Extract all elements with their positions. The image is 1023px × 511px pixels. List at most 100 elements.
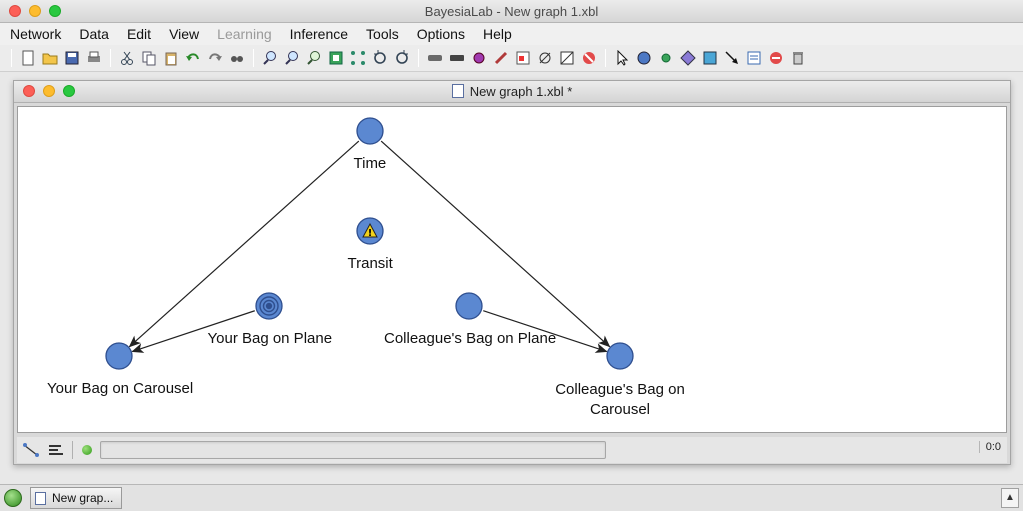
menu-data[interactable]: Data [79,26,109,42]
modeling-mode-button[interactable] [446,47,468,69]
utility-node-button[interactable] [699,47,721,69]
fit-to-window-button[interactable] [325,47,347,69]
node-monitor-icon [473,52,485,64]
save-button[interactable] [61,47,83,69]
cut-icon [121,51,133,65]
modeling-mode-icon [450,55,464,61]
trash-icon [793,52,803,65]
rotate-left-button[interactable] [369,47,391,69]
graph-svg: ! [105,117,634,370]
note-button[interactable] [743,47,765,69]
node-circle-icon [637,51,651,65]
progress-bar [100,441,606,459]
save-icon [65,51,79,65]
window-taskbar: New grap... ▲ [0,484,1023,511]
open-folder-icon [42,53,58,65]
graph-view-button[interactable] [20,440,42,460]
redo-button[interactable] [204,47,226,69]
zoom-out-button[interactable] [281,47,303,69]
taskbar-document-tab[interactable]: New grap... [30,487,123,509]
validation-mode-button[interactable] [424,47,446,69]
grid-layout-button[interactable] [347,47,369,69]
console-view-button[interactable] [45,440,67,460]
menubar: Network Data Edit View Learning Inference Tool… [0,23,1023,45]
taskbar-scroll-up-icon[interactable]: ▲ [1001,488,1019,508]
decision-node-button[interactable] [677,47,699,69]
minimize-window-button[interactable] [29,5,41,17]
delete-button[interactable] [765,47,787,69]
rotate-right-icon [396,50,408,64]
menu-help[interactable]: Help [482,26,512,42]
zoom-default-button[interactable] [303,47,325,69]
filter-button[interactable] [556,47,578,69]
note-icon [747,51,761,65]
arc-arrow-button[interactable] [721,47,743,69]
node-your-carousel[interactable] [105,342,133,370]
new-file-icon [22,50,34,66]
menu-view[interactable]: View [169,26,200,42]
bayesialab-app-icon[interactable] [4,489,22,507]
toolbar-separator [110,49,111,67]
menu-tools[interactable]: Tools [366,26,399,42]
menu-network[interactable]: Network [10,26,62,42]
toolbar-separator [418,49,419,67]
arc-colleague_plane-to-colleague_carousel[interactable] [483,310,608,353]
image-icon [516,51,530,65]
maximize-window-button[interactable] [49,5,61,17]
document-titlebar[interactable]: New graph 1.xbl * [14,81,1010,103]
close-window-button[interactable] [9,5,21,17]
menu-edit[interactable]: Edit [126,26,152,42]
new-file-button[interactable] [17,47,39,69]
stop-button[interactable] [578,47,600,69]
paste-button[interactable] [160,47,182,69]
paste-icon [165,52,177,66]
stop-icon [583,52,595,64]
undo-icon [186,53,199,61]
close-document-button[interactable] [23,85,35,97]
zoom-out-icon [285,51,298,65]
copy-icon [142,51,156,66]
redo-icon [209,53,222,61]
target-ring-icon [265,302,273,310]
maximize-document-button[interactable] [63,85,75,97]
menu-options[interactable]: Options [416,26,465,42]
node-your-plane[interactable] [255,292,283,320]
image-button[interactable] [512,47,534,69]
node-colleague-plane[interactable] [455,292,483,320]
open-folder-button[interactable] [39,47,61,69]
toolbar-separator [253,49,254,67]
menu-learning[interactable]: Learning [217,26,272,42]
rotate-right-button[interactable] [391,47,413,69]
warning-exclamation-icon: ! [368,228,373,239]
minimize-document-button[interactable] [43,85,55,97]
evidence-button[interactable] [490,47,512,69]
window-titlebar[interactable]: BayesiaLab - New graph 1.xbl [0,0,1023,23]
arc-your_plane-to-your_carousel[interactable] [131,310,255,353]
arc-time-to-your_carousel[interactable] [128,140,360,348]
delete-icon [770,52,782,64]
find-button[interactable] [226,47,248,69]
node-time[interactable] [356,117,384,145]
exclude-node-button[interactable] [534,47,556,69]
print-button[interactable] [83,47,105,69]
pointer-button[interactable] [611,47,633,69]
node-transit[interactable]: ! [356,217,384,245]
zoom-in-button[interactable] [259,47,281,69]
node-monitor-button[interactable] [468,47,490,69]
node-colleague-carousel[interactable] [606,342,634,370]
arc-time-to-colleague_carousel[interactable] [380,140,611,348]
copy-button[interactable] [138,47,160,69]
cursor-coordinates: 0:0 [978,441,1001,453]
node-circle-button[interactable] [633,47,655,69]
small-node-button[interactable] [655,47,677,69]
cut-button[interactable] [116,47,138,69]
trash-button[interactable] [787,47,809,69]
main-toolbar [0,45,1023,72]
menu-inference[interactable]: Inference [289,26,349,42]
undo-button[interactable] [182,47,204,69]
warning-icon [362,222,378,238]
utility-node-icon [703,51,717,65]
